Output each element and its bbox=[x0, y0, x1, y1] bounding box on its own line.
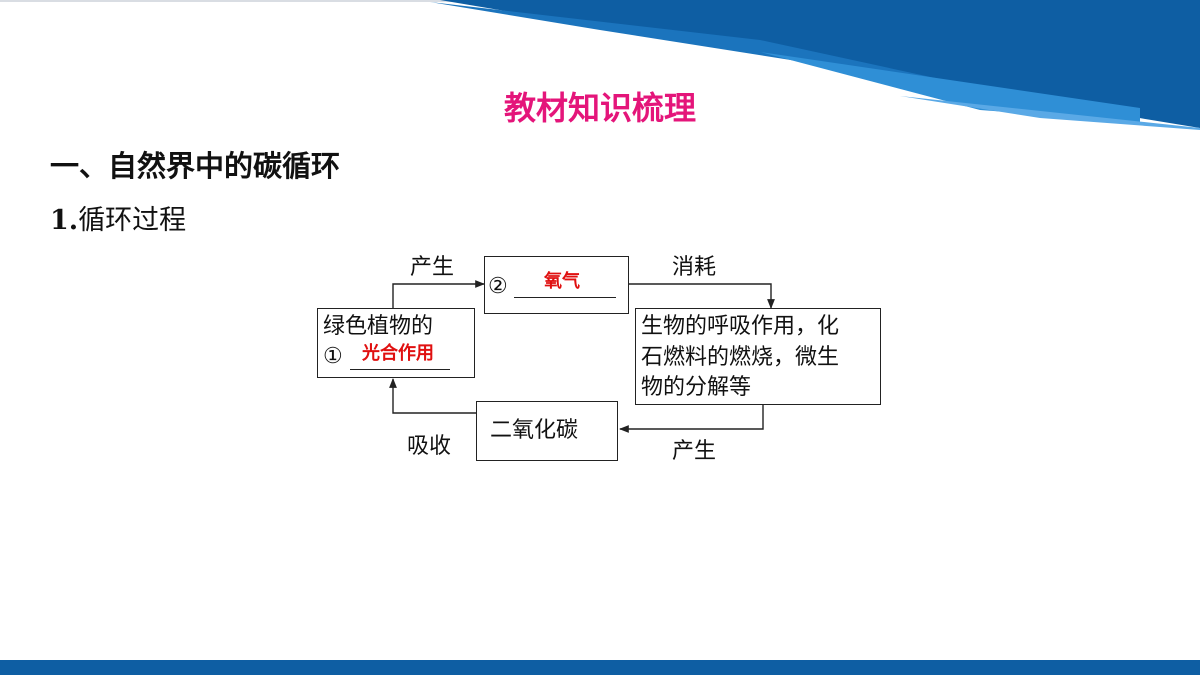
consumer-box-line3: 物的分解等 bbox=[641, 375, 752, 400]
arrow-oxygen-to-consumer bbox=[629, 283, 775, 309]
page-title: 教材知识梳理 bbox=[503, 89, 696, 127]
plant-answer: 光合作用 bbox=[362, 343, 434, 364]
edge-label-produce-bottom: 产生 bbox=[672, 439, 717, 464]
consumer-box-line1: 生物的呼吸作用，化 bbox=[641, 314, 840, 339]
edge-label-produce-top: 产生 bbox=[410, 255, 455, 280]
footer-bar bbox=[0, 660, 1200, 675]
arrow-plant-to-oxygen bbox=[392, 280, 485, 308]
sub-title-number: 1. bbox=[50, 205, 79, 236]
sub-title-text: 循环过程 bbox=[78, 205, 187, 236]
plant-box bbox=[317, 308, 475, 378]
oxygen-box-marker: ② bbox=[488, 274, 508, 299]
co2-box bbox=[476, 401, 618, 461]
header-banner-decoration bbox=[430, 0, 1200, 130]
oxygen-answer-blank bbox=[514, 297, 616, 298]
edge-label-consume: 消耗 bbox=[672, 255, 717, 280]
arrow-co2-to-plant bbox=[389, 378, 476, 414]
plant-box-line1: 绿色植物的 bbox=[323, 314, 434, 339]
oxygen-box bbox=[484, 256, 629, 314]
section-title: 一、自然界中的碳循环 bbox=[50, 149, 341, 183]
arrow-consumer-to-co2 bbox=[619, 405, 764, 433]
plant-box-marker: ① bbox=[323, 344, 343, 369]
consumer-box-line2: 石燃料的燃烧，微生 bbox=[641, 345, 840, 370]
edge-label-absorb: 吸收 bbox=[407, 434, 452, 459]
oxygen-answer: 氧气 bbox=[544, 271, 580, 292]
sub-title: 1.循环过程 bbox=[50, 202, 186, 240]
co2-box-label: 二氧化碳 bbox=[490, 418, 579, 443]
consumer-box bbox=[635, 308, 881, 405]
plant-answer-blank bbox=[350, 369, 450, 370]
